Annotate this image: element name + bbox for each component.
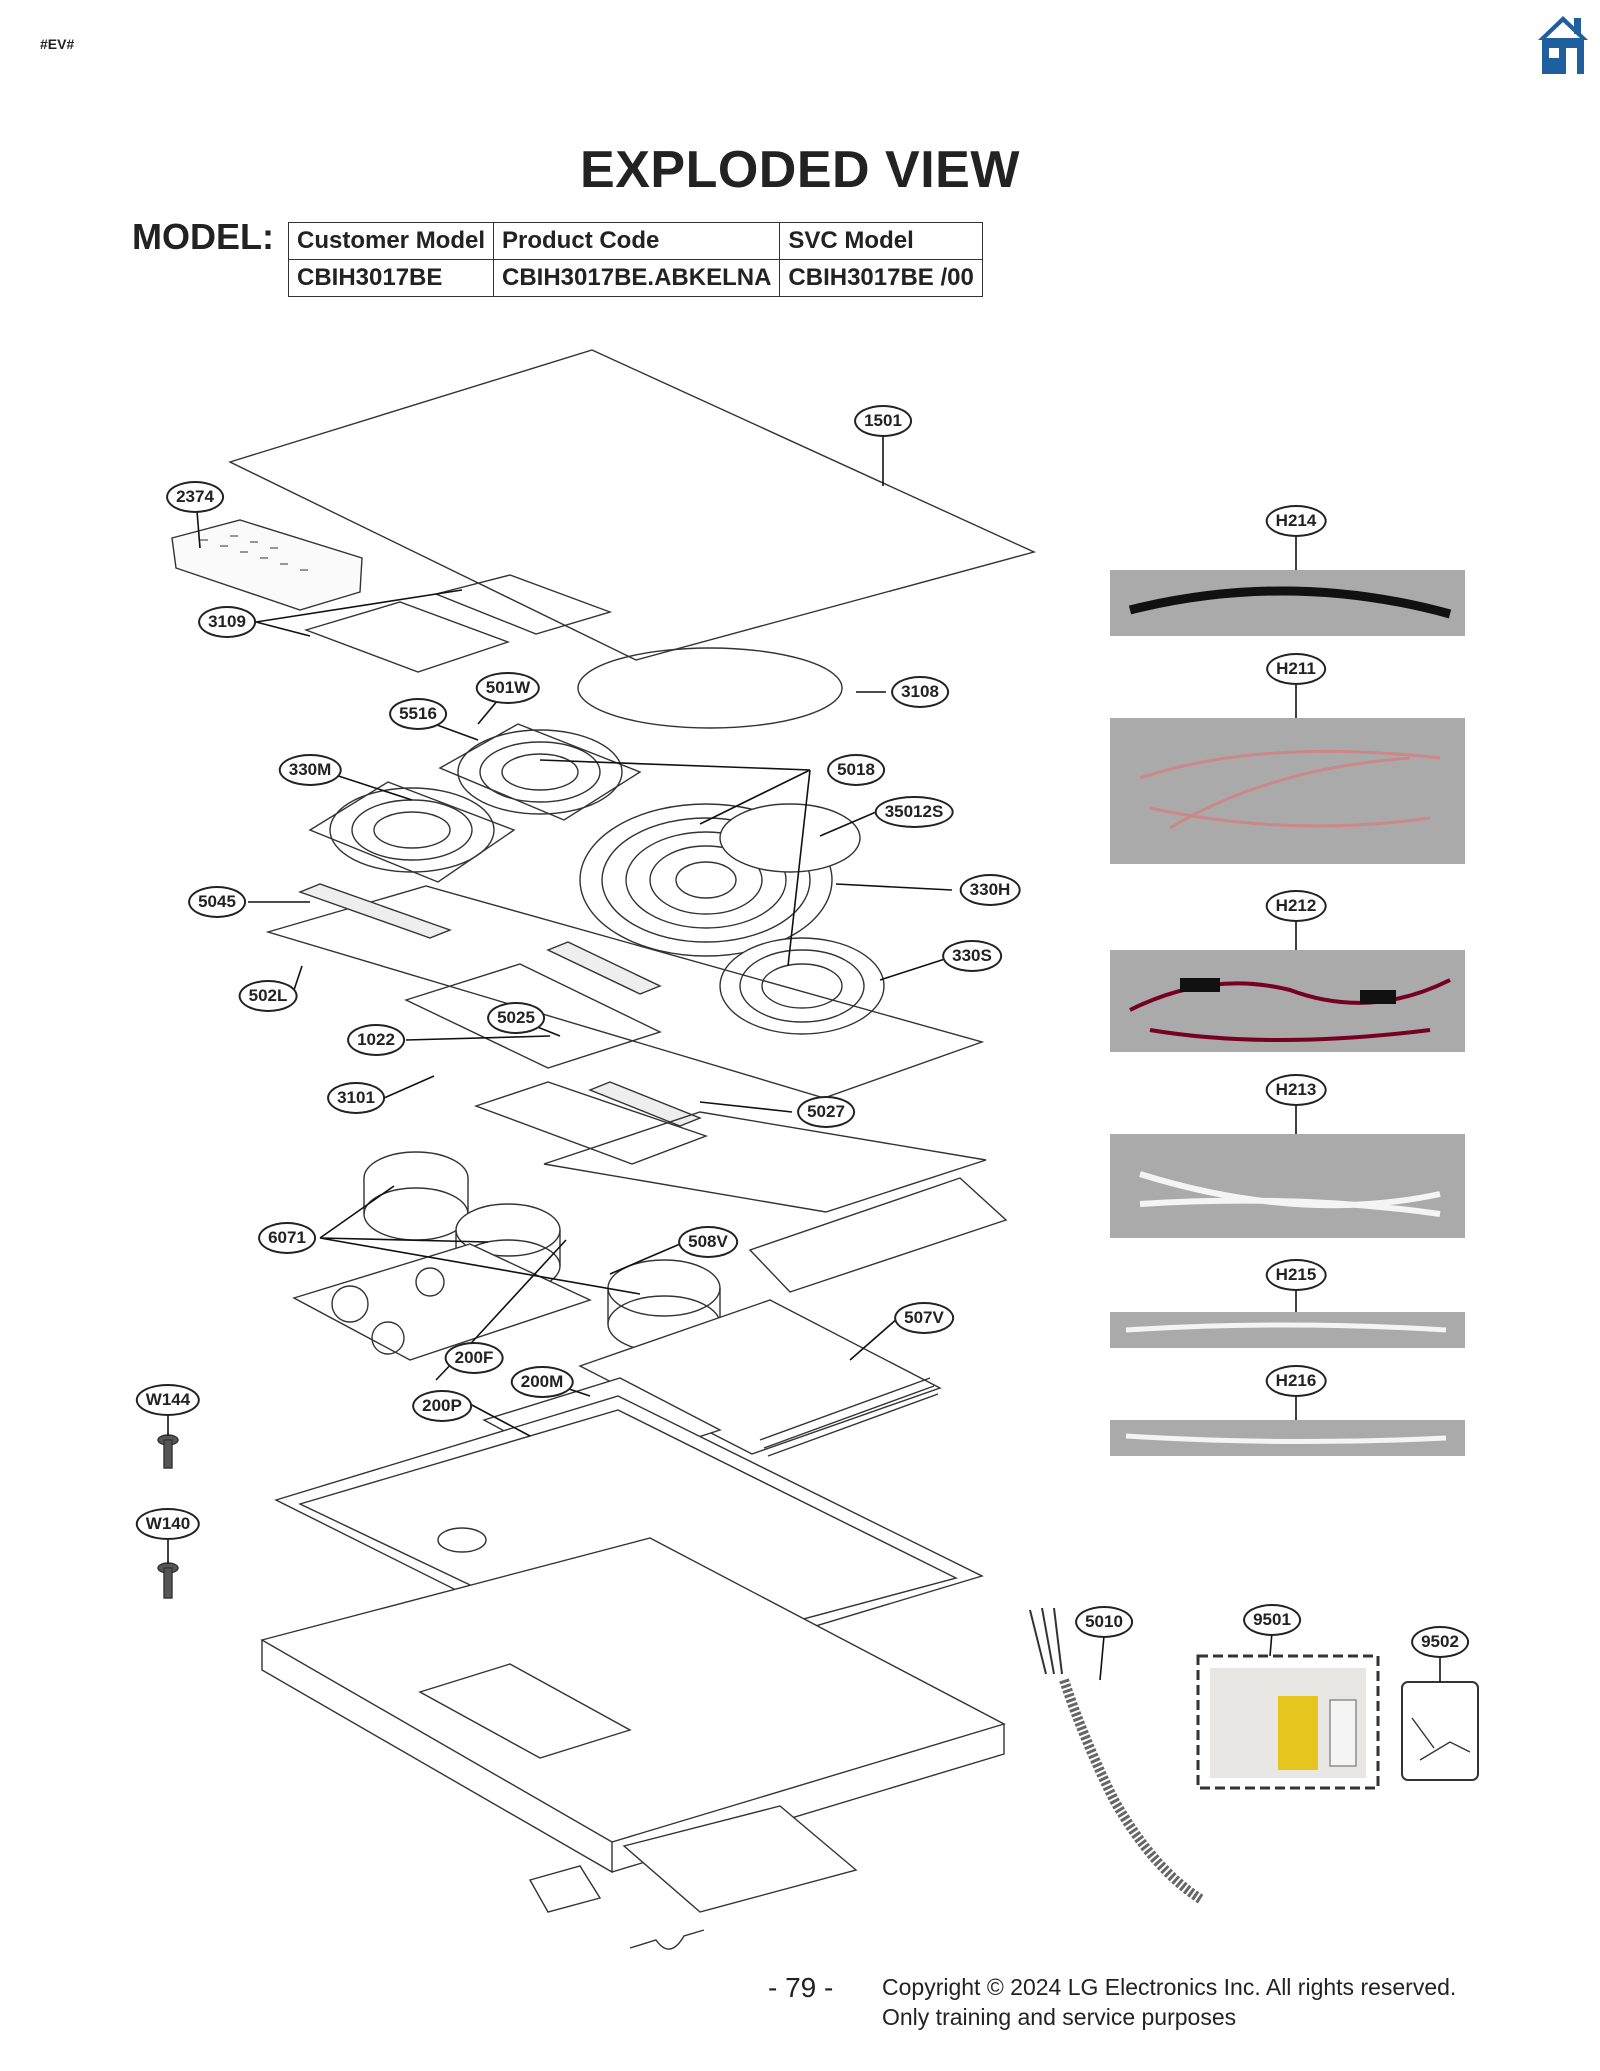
harness-h215-wire bbox=[1125, 1322, 1447, 1333]
callout-5025[interactable]: 5025 bbox=[487, 1002, 545, 1034]
terminal-block-part bbox=[528, 1865, 602, 1913]
callout-w140[interactable]: W140 bbox=[135, 1508, 201, 1540]
callout-3101[interactable]: 3101 bbox=[327, 1082, 385, 1114]
callout-501w[interactable]: 501W bbox=[475, 672, 541, 704]
callout-1022[interactable]: 1022 bbox=[347, 1024, 405, 1056]
callout-9501[interactable]: 9501 bbox=[1243, 1604, 1301, 1636]
page-number: - 79 - bbox=[768, 1972, 834, 2003]
callout-h214[interactable]: H214 bbox=[1265, 505, 1327, 537]
bottom-duct-part bbox=[622, 1805, 858, 1913]
harness-h213-photo bbox=[1110, 1134, 1465, 1238]
callout-h213[interactable]: H213 bbox=[1265, 1074, 1327, 1106]
home-icon[interactable] bbox=[1536, 14, 1590, 76]
header-svc-model: SVC Model bbox=[779, 222, 983, 260]
callout-h216[interactable]: H216 bbox=[1265, 1365, 1327, 1397]
duct-cover-part bbox=[473, 1081, 709, 1165]
callout-35012s[interactable]: 35012S bbox=[874, 796, 954, 828]
harness-h216-photo bbox=[1110, 1420, 1465, 1456]
round-pad-part bbox=[577, 647, 843, 729]
page-title: EXPLODED VIEW bbox=[580, 141, 1020, 199]
callout-5010[interactable]: 5010 bbox=[1075, 1606, 1133, 1638]
touch-control-part bbox=[171, 519, 363, 611]
harness-h212-wire bbox=[1129, 978, 1451, 1042]
fan-6071-part bbox=[363, 1151, 721, 1353]
harness-h213-wire bbox=[1139, 1171, 1441, 1217]
harness-h211-photo bbox=[1110, 718, 1465, 864]
callout-h212[interactable]: H212 bbox=[1265, 890, 1327, 922]
callout-3108[interactable]: 3108 bbox=[891, 676, 949, 708]
model-table-value-row: CBIH3017BE CBIH3017BE.ABKELNA CBIH3017BE… bbox=[287, 259, 983, 297]
callout-3109[interactable]: 3109 bbox=[198, 606, 256, 638]
model-table-header-row: Customer Model Product Code SVC Model bbox=[287, 222, 983, 260]
bag-9502-part bbox=[1401, 1681, 1479, 1781]
callout-330h[interactable]: 330H bbox=[959, 874, 1021, 906]
screw-w140-part bbox=[157, 1562, 179, 1599]
model-label: MODEL: bbox=[132, 216, 274, 257]
callout-508v[interactable]: 508V bbox=[678, 1226, 738, 1258]
glass-top-part bbox=[228, 349, 1037, 661]
kit-9501-box bbox=[1196, 1654, 1380, 1790]
coil-330s-part bbox=[719, 937, 885, 1035]
harness-h214-photo bbox=[1110, 570, 1465, 636]
callout-5516[interactable]: 5516 bbox=[389, 698, 447, 730]
harness-h211-wire bbox=[1139, 749, 1441, 830]
value-svc-model: CBIH3017BE /00 bbox=[779, 259, 983, 297]
value-product-code: CBIH3017BE.ABKELNA bbox=[493, 259, 781, 297]
document-tag: #EV# bbox=[40, 36, 75, 52]
callout-5018[interactable]: 5018 bbox=[827, 754, 885, 786]
callout-200p[interactable]: 200P bbox=[412, 1390, 472, 1422]
coil-bracket-part bbox=[265, 885, 985, 1099]
screw-w144-part bbox=[157, 1434, 179, 1469]
header-product-code: Product Code bbox=[493, 222, 781, 260]
copyright-line-1: Copyright © 2024 LG Electronics Inc. All… bbox=[882, 1974, 1457, 2000]
insulation-pad-part bbox=[303, 601, 511, 673]
callout-5045[interactable]: 5045 bbox=[188, 886, 246, 918]
callout-2374[interactable]: 2374 bbox=[166, 481, 224, 513]
callout-w144[interactable]: W144 bbox=[135, 1384, 201, 1416]
callout-502l[interactable]: 502L bbox=[238, 980, 298, 1012]
model-table: Customer Model Product Code SVC Model CB… bbox=[287, 222, 983, 297]
ferrite-bar-part bbox=[298, 883, 452, 939]
callout-h211[interactable]: H211 bbox=[1266, 653, 1326, 685]
callout-h215[interactable]: H215 bbox=[1265, 1259, 1327, 1291]
callout-6071[interactable]: 6071 bbox=[258, 1222, 316, 1254]
copyright: Copyright © 2024 LG Electronics Inc. All… bbox=[882, 1972, 1456, 2032]
callout-330s[interactable]: 330S bbox=[942, 940, 1002, 972]
callout-507v[interactable]: 507V bbox=[894, 1302, 954, 1334]
sensor-35012s-part bbox=[719, 803, 861, 873]
value-customer-model: CBIH3017BE bbox=[287, 259, 495, 297]
cable-clamp-part bbox=[629, 1929, 705, 1950]
callout-5027[interactable]: 5027 bbox=[797, 1096, 855, 1128]
callout-330m[interactable]: 330M bbox=[278, 754, 342, 786]
callout-1501[interactable]: 1501 bbox=[854, 405, 912, 437]
harness-h215-photo bbox=[1110, 1312, 1465, 1348]
callout-9502[interactable]: 9502 bbox=[1411, 1626, 1469, 1658]
power-cord-part bbox=[1059, 1678, 1205, 1905]
harness-h214-wire bbox=[1128, 586, 1452, 619]
callout-200f[interactable]: 200F bbox=[444, 1342, 504, 1374]
harness-h216-wire bbox=[1125, 1433, 1447, 1445]
copyright-line-2: Only training and service purposes bbox=[882, 2004, 1237, 2030]
coil-330m-part bbox=[308, 723, 642, 883]
callout-200m[interactable]: 200M bbox=[510, 1366, 574, 1398]
harness-h212-photo bbox=[1110, 950, 1465, 1052]
